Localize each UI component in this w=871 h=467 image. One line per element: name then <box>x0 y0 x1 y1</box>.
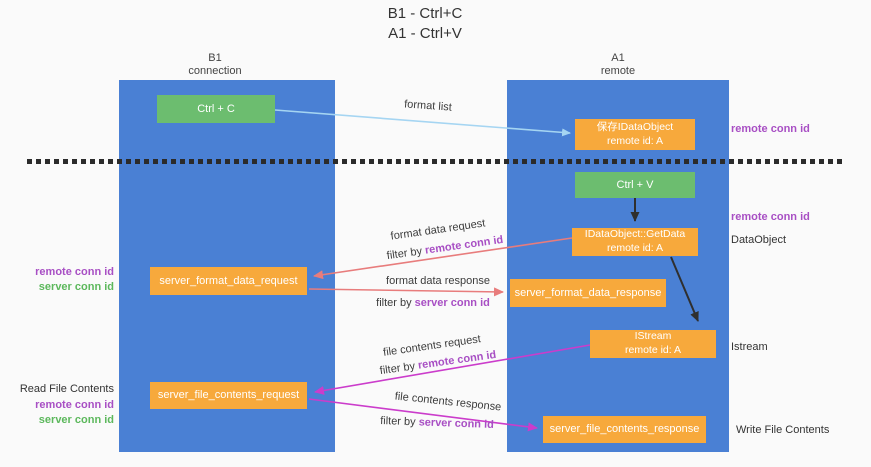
label-filter-server-1: filter by server conn id <box>348 297 518 309</box>
save-idataobject-line2: remote id: A <box>606 134 664 147</box>
filter-by-text-4: filter by <box>379 415 419 429</box>
node-idataobject-getdata: IDataObject::GetData remote id: A <box>572 228 698 256</box>
lane-header-a1: A1 remote <box>548 52 688 78</box>
node-server-file-contents-request: server_file_contents_request <box>150 382 307 409</box>
istream-line2: remote id: A <box>624 344 682 356</box>
annotation-server-conn-id-left2: server conn id <box>38 414 114 426</box>
lane-header-b1: B1 connection <box>145 52 285 78</box>
annotation-remote-conn-id-left1: remote conn id <box>35 266 114 278</box>
lane-b1-subtitle: connection <box>188 65 242 77</box>
filter-key-remote-1: remote conn id <box>424 233 504 257</box>
server-file-contents-request-label: server_file_contents_request <box>157 389 300 402</box>
annotation-read-file-contents: Read File Contents <box>19 383 114 395</box>
annotation-server-conn-id-left1: server conn id <box>38 281 114 293</box>
node-server-file-contents-response: server_file_contents_response <box>543 416 706 443</box>
ctrl-c-label: Ctrl + C <box>197 102 235 115</box>
annotation-remote-conn-id-mid: remote conn id <box>731 211 810 223</box>
lane-a1-title: A1 <box>611 52 625 64</box>
annotation-write-file-contents: Write File Contents <box>736 424 830 436</box>
filter-by-text-1: filter by <box>386 244 426 263</box>
annotation-istream: Istream <box>731 341 768 353</box>
server-format-data-response-label: server_format_data_response <box>514 286 662 299</box>
label-format-list: format list <box>403 98 453 114</box>
node-istream: IStream remote id: A <box>590 330 716 358</box>
getdata-line2: remote id: A <box>606 242 664 254</box>
label-filter-server-2: filter by server conn id <box>352 414 522 432</box>
lane-b1-title: B1 <box>208 52 222 64</box>
title-line-1: B1 - Ctrl+C <box>387 5 463 22</box>
filter-by-text-3: filter by <box>379 359 419 378</box>
filter-key-server-1: server conn id <box>414 297 490 309</box>
filter-by-text-2: filter by <box>376 297 415 309</box>
annotation-remote-conn-id-left2: remote conn id <box>35 399 114 411</box>
dashed-separator-line <box>27 159 845 164</box>
label-format-data-response: format data response <box>386 275 490 287</box>
ctrl-v-label: Ctrl + V <box>616 178 654 191</box>
node-save-idataobject: 保存IDataObject remote id: A <box>575 119 695 150</box>
save-idataobject-line1: 保存IDataObject <box>596 120 674 133</box>
annotation-remote-conn-id-top: remote conn id <box>731 123 810 135</box>
lane-a1-subtitle: remote <box>600 65 636 77</box>
istream-line1: IStream <box>634 330 672 343</box>
node-server-format-data-request: server_format_data_request <box>150 267 307 295</box>
node-server-format-data-response: server_format_data_response <box>510 279 666 307</box>
node-ctrl-v: Ctrl + V <box>575 172 695 198</box>
node-ctrl-c: Ctrl + C <box>157 95 275 123</box>
filter-key-server-2: server conn id <box>418 416 495 431</box>
server-format-data-request-label: server_format_data_request <box>159 274 298 287</box>
getdata-line1: IDataObject::GetData <box>584 228 686 241</box>
annotation-dataobject: DataObject <box>731 234 787 246</box>
diagram-title: B1 - Ctrl+C A1 - Ctrl+V <box>300 4 550 44</box>
arrow-format-data-response <box>308 287 504 297</box>
title-line-2: A1 - Ctrl+V <box>388 25 462 42</box>
server-file-contents-response-label: server_file_contents_response <box>549 423 700 436</box>
